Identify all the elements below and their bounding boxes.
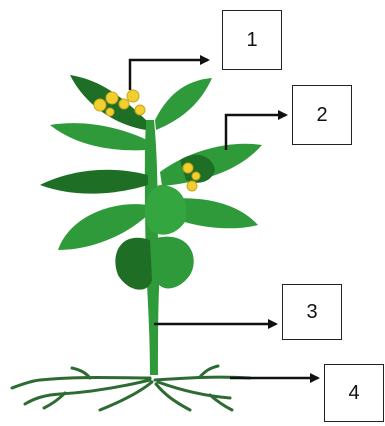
label-number: 3 [306,301,317,324]
label-box-2: 2 [292,85,352,145]
label-number: 4 [348,382,359,405]
plant-roots [12,366,250,410]
label-number: 1 [246,29,257,52]
label-box-3: 3 [282,284,342,340]
label-box-1: 1 [222,10,282,70]
label-number: 2 [316,104,327,127]
label-box-4: 4 [324,364,384,422]
